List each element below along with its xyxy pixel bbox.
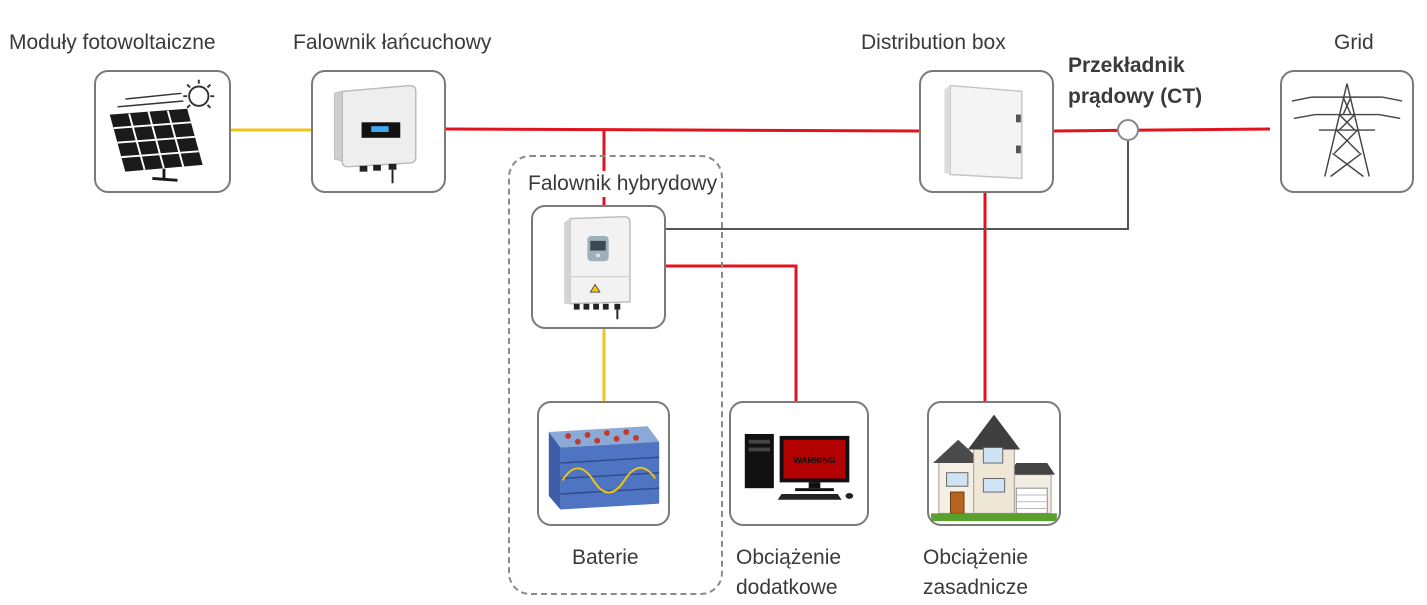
ac-line-distribution-to-grid — [1052, 127, 1271, 133]
current-transformer-icon — [1117, 119, 1139, 141]
distribution-box-icon — [944, 84, 1023, 180]
pv-modules-node — [94, 70, 231, 193]
monitor-warning-text: WARNING — [793, 455, 835, 465]
house-icon — [931, 414, 1057, 522]
computer-icon: WARNING — [744, 433, 854, 500]
distribution-box-label: Distribution box — [861, 31, 1006, 54]
extra-load-node: WARNING — [729, 401, 869, 526]
battery-pack-icon — [548, 426, 660, 510]
hybrid-inverter-label: Falownik hybrydowy — [528, 171, 718, 197]
ct-signal-line — [665, 141, 1129, 230]
string-inverter-label: Falownik łańcuchowy — [293, 31, 492, 54]
solar-panel-icon — [109, 79, 215, 182]
grid-node — [1280, 70, 1414, 193]
transmission-tower-icon — [1291, 83, 1403, 178]
ct-label-line2: prądowy (CT) — [1068, 85, 1203, 108]
essential-load-node — [927, 401, 1061, 526]
ac-line-inverter-to-distribution — [444, 127, 921, 133]
grid-label: Grid — [1334, 31, 1374, 54]
hybrid-system-group — [508, 155, 723, 595]
essential-load-label-line1: Obciążenie — [923, 546, 1029, 569]
hybrid-inverter-node — [531, 205, 666, 329]
string-inverter-icon — [333, 84, 417, 184]
ct-label-line1: Przekładnik — [1068, 54, 1185, 77]
extra-load-label-line1: Obciążenie — [736, 546, 842, 569]
ac-line-hybrid-to-extra-load — [665, 264, 798, 402]
pv-modules-label: Moduły fotowoltaiczne — [9, 31, 216, 54]
distribution-box-node — [919, 70, 1054, 193]
hybrid-inverter-icon — [564, 215, 631, 320]
extra-load-label-line2: dodatkowe — [736, 576, 838, 599]
batteries-node — [537, 401, 670, 526]
essential-load-label-line2: zasadnicze — [923, 576, 1029, 599]
string-inverter-node — [311, 70, 446, 193]
batteries-label: Baterie — [572, 546, 639, 569]
